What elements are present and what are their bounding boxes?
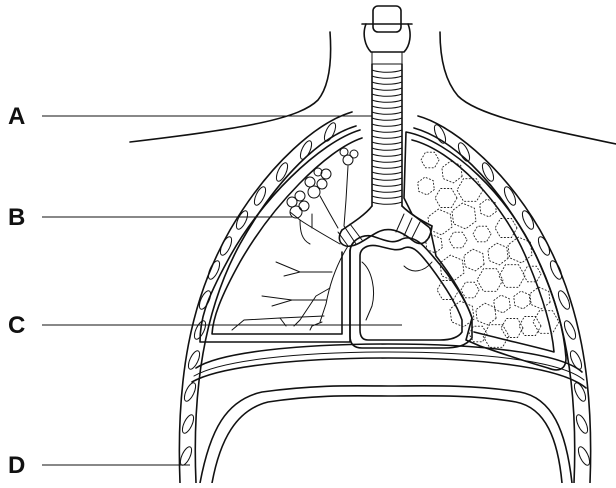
alveoli-left (287, 148, 358, 228)
heart-cavity (350, 236, 472, 348)
right-neck-line (440, 32, 616, 144)
label-c: C (8, 312, 25, 339)
label-d: D (8, 452, 25, 479)
label-a: A (8, 103, 25, 130)
diaphragm (192, 344, 586, 483)
trachea (372, 64, 402, 206)
labels: A B C D (8, 103, 25, 479)
label-b: B (8, 204, 25, 231)
ribs (178, 121, 592, 467)
larynx (362, 6, 412, 64)
left-neck-line (130, 32, 331, 142)
